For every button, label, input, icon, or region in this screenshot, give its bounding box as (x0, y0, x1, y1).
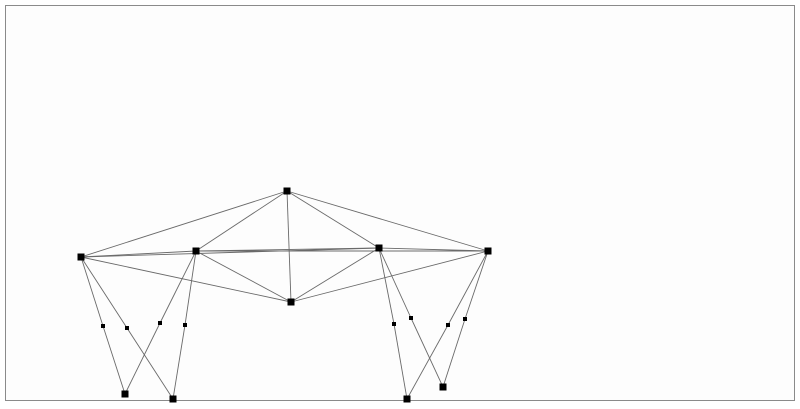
graph-edge (442, 318, 466, 388)
edge-layer (80, 190, 489, 400)
graph-edge (195, 190, 288, 252)
graph-edge (393, 323, 408, 400)
graph-edge (124, 322, 161, 395)
graph-node[interactable] (375, 244, 383, 252)
graph-edge (80, 256, 104, 327)
graph-edge (159, 250, 197, 324)
node-layer (77, 187, 492, 403)
graph-edge (126, 327, 174, 400)
graph-waypoint[interactable] (392, 322, 396, 326)
graph-edge (378, 247, 395, 325)
graph-node[interactable] (283, 187, 291, 195)
graph-edge (378, 247, 489, 252)
graph-edge (290, 250, 489, 303)
graph-node[interactable] (403, 395, 411, 403)
graph-edge (447, 250, 489, 326)
graph-waypoint[interactable] (125, 326, 129, 330)
graph-waypoint[interactable] (409, 316, 413, 320)
graph-edge (195, 247, 380, 252)
graph-edge (286, 190, 292, 303)
graph-node[interactable] (121, 390, 129, 398)
graph-node[interactable] (192, 247, 200, 255)
graph-edge (406, 324, 449, 400)
graph-edge (80, 256, 128, 329)
graph-edge (80, 256, 292, 303)
graph-node[interactable] (169, 395, 177, 403)
graph-edge (286, 190, 380, 249)
graph-edge (378, 247, 412, 319)
graph-waypoint[interactable] (446, 323, 450, 327)
graph-waypoint[interactable] (158, 321, 162, 325)
graph-edge (290, 247, 380, 303)
graph-edge (172, 324, 186, 400)
graph-edge (102, 325, 126, 395)
graph-waypoint[interactable] (101, 324, 105, 328)
graph-waypoint[interactable] (183, 323, 187, 327)
graph-edge (195, 250, 292, 303)
graph-canvas (5, 5, 795, 401)
graph-edge (464, 250, 489, 320)
graph-node[interactable] (287, 298, 295, 306)
graph-edge (80, 247, 380, 258)
graph-edge (184, 250, 197, 326)
graph-edge (410, 317, 444, 388)
graph-edge (286, 190, 489, 252)
graph-node[interactable] (439, 383, 447, 391)
graph-edge (80, 190, 288, 258)
graph-waypoint[interactable] (463, 317, 467, 321)
graph-node[interactable] (484, 247, 492, 255)
graph-node[interactable] (77, 253, 85, 261)
